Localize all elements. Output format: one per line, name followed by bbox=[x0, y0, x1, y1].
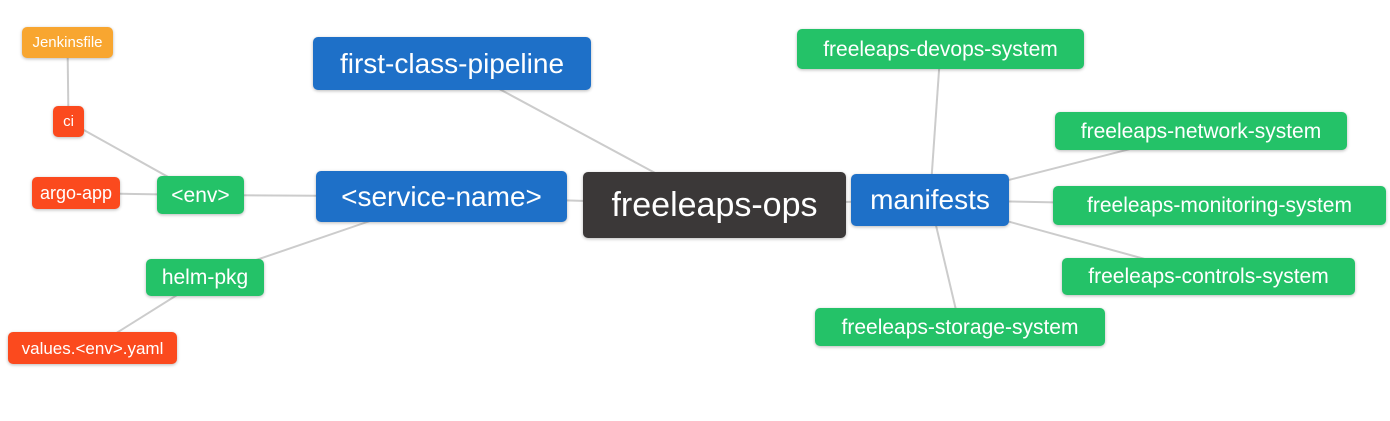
node-label-controls-system: freeleaps-controls-system bbox=[1088, 265, 1329, 288]
node-manifests[interactable]: manifests bbox=[851, 174, 1009, 226]
node-controls-system[interactable]: freeleaps-controls-system bbox=[1062, 258, 1355, 295]
node-label-manifests: manifests bbox=[870, 184, 990, 215]
node-helm-pkg[interactable]: helm-pkg bbox=[146, 259, 264, 296]
node-first-class-pipeline[interactable]: first-class-pipeline bbox=[313, 37, 591, 90]
node-ci[interactable]: ci bbox=[53, 106, 84, 137]
node-values-env-yaml[interactable]: values.<env>.yaml bbox=[8, 332, 177, 364]
node-label-env: <env> bbox=[171, 183, 230, 207]
node-label-jenkinsfile: Jenkinsfile bbox=[32, 34, 103, 51]
node-label-helm-pkg: helm-pkg bbox=[161, 266, 249, 289]
node-argo-app[interactable]: argo-app bbox=[32, 177, 120, 209]
node-label-argo-app: argo-app bbox=[39, 183, 113, 203]
node-monitoring-system[interactable]: freeleaps-monitoring-system bbox=[1053, 186, 1386, 225]
node-service-name[interactable]: <service-name> bbox=[316, 171, 567, 222]
node-freeleaps-ops[interactable]: freeleaps-ops bbox=[583, 172, 846, 238]
node-jenkinsfile[interactable]: Jenkinsfile bbox=[22, 27, 113, 58]
node-label-network-system: freeleaps-network-system bbox=[1080, 119, 1322, 143]
node-storage-system[interactable]: freeleaps-storage-system bbox=[815, 308, 1105, 346]
node-label-first-class-pipeline: first-class-pipeline bbox=[339, 47, 565, 79]
node-devops-system[interactable]: freeleaps-devops-system bbox=[797, 29, 1084, 69]
node-label-ci: ci bbox=[63, 113, 74, 130]
node-network-system[interactable]: freeleaps-network-system bbox=[1055, 112, 1347, 150]
node-label-storage-system: freeleaps-storage-system bbox=[841, 315, 1079, 339]
node-label-monitoring-system: freeleaps-monitoring-system bbox=[1087, 194, 1352, 217]
node-label-service-name: <service-name> bbox=[341, 180, 542, 212]
node-env[interactable]: <env> bbox=[157, 176, 244, 214]
node-label-values-env-yaml: values.<env>.yaml bbox=[21, 338, 164, 358]
node-label-freeleaps-ops: freeleaps-ops bbox=[611, 186, 818, 224]
node-label-devops-system: freeleaps-devops-system bbox=[823, 37, 1058, 61]
